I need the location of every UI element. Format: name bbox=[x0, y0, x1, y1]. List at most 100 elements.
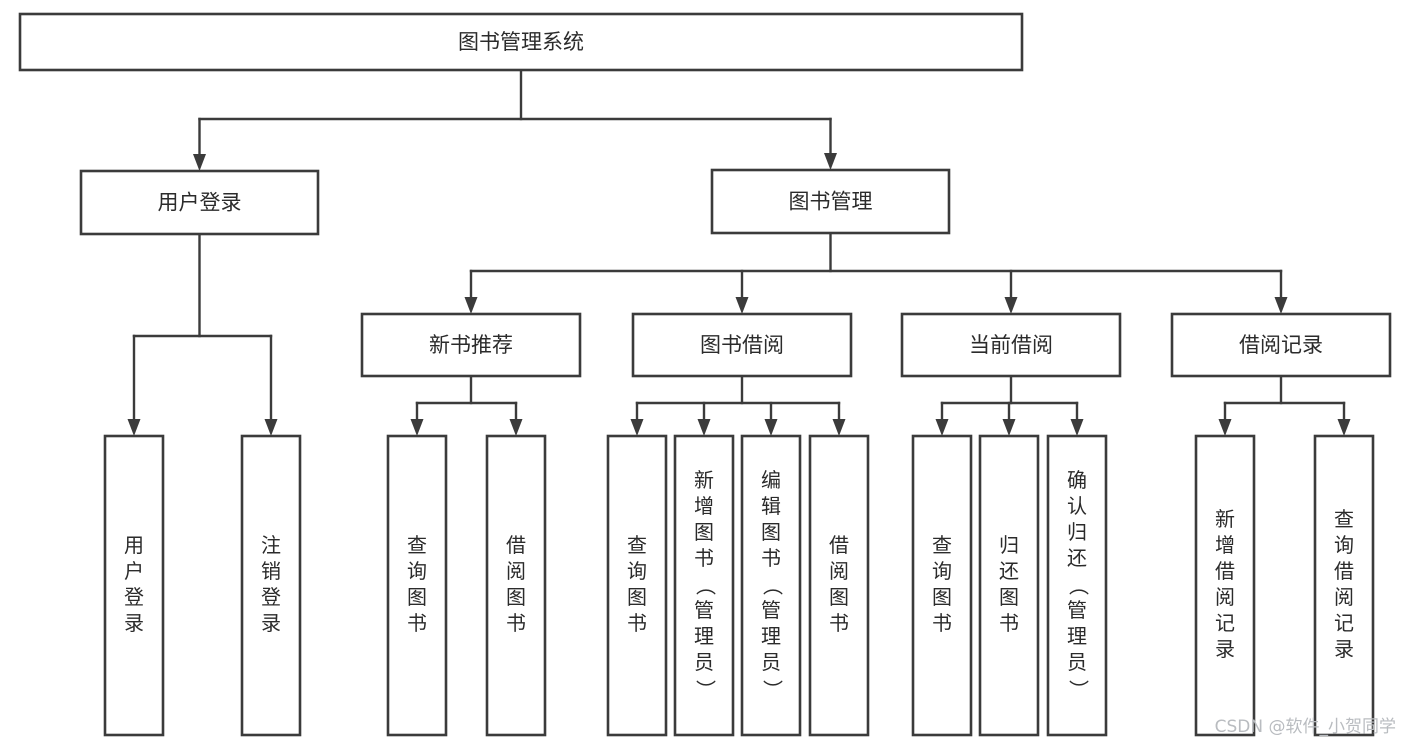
node-label: 图书管理 bbox=[789, 190, 873, 214]
node-label-char: 书 bbox=[829, 611, 849, 635]
node-label-char: 记 bbox=[1215, 611, 1235, 635]
node-label-char: 销 bbox=[261, 559, 281, 583]
node-borrow-record[interactable]: 借阅记录 bbox=[1170, 312, 1392, 378]
node-label-char: 归 bbox=[1067, 520, 1087, 544]
node-label-char: ） bbox=[761, 680, 785, 700]
node-leaf-br-query[interactable]: 查询借阅记录查询借阅记录 bbox=[1313, 434, 1375, 737]
node-label-char: 书 bbox=[407, 611, 427, 635]
node-label-char: （ bbox=[694, 576, 718, 596]
connector-layer bbox=[127, 68, 1351, 436]
node-label-char: 查 bbox=[932, 533, 952, 557]
node-label-char: 还 bbox=[999, 559, 1019, 583]
node-label-char: 借 bbox=[1334, 559, 1354, 583]
node-label-char: 增 bbox=[694, 494, 714, 518]
node-label-char: 录 bbox=[1215, 637, 1235, 661]
node-label-char: 图 bbox=[627, 585, 647, 609]
connector-group-user_login bbox=[127, 232, 278, 436]
connector-group-book_borrow bbox=[630, 374, 846, 436]
node-new-book-rec[interactable]: 新书推荐 bbox=[360, 312, 582, 378]
node-label-char: 录 bbox=[124, 611, 144, 635]
node-label-char: 阅 bbox=[1215, 585, 1235, 609]
node-label-char: 新 bbox=[694, 468, 714, 492]
node-root[interactable]: 图书管理系统 bbox=[18, 12, 1024, 72]
node-leaf-br-add[interactable]: 新增借阅记录新增借阅记录 bbox=[1194, 434, 1256, 737]
node-label-char: 录 bbox=[1334, 637, 1354, 661]
watermark-label: CSDN @软件_小贺同学 bbox=[1215, 717, 1396, 737]
connector-group-book_manage bbox=[464, 231, 1288, 314]
node-label-char: 询 bbox=[627, 559, 647, 583]
connector-group-root bbox=[193, 68, 837, 171]
node-label-char: 用 bbox=[124, 533, 144, 557]
node-label-char: 注 bbox=[261, 533, 281, 557]
node-label-char: 书 bbox=[761, 546, 781, 570]
node-label-char: 录 bbox=[261, 611, 281, 635]
node-label-char: 管 bbox=[694, 598, 714, 622]
node-leaf-logout[interactable]: 注销登录注销登录 bbox=[240, 434, 302, 737]
node-label-char: 户 bbox=[124, 559, 144, 583]
node-label-char: 书 bbox=[627, 611, 647, 635]
node-label-char: 查 bbox=[407, 533, 427, 557]
node-label-char: 员 bbox=[1067, 650, 1087, 674]
connector-group-borrow_record bbox=[1218, 374, 1351, 436]
node-leaf-rec-borrow[interactable]: 借阅图书借阅图书 bbox=[485, 434, 547, 737]
node-label-char: 登 bbox=[124, 585, 144, 609]
connector-group-new_book_rec bbox=[410, 374, 523, 436]
node-label-char: 阅 bbox=[1334, 585, 1354, 609]
node-label-char: 图 bbox=[999, 585, 1019, 609]
node-label-char: 认 bbox=[1067, 494, 1087, 518]
node-label-char: 询 bbox=[1334, 533, 1354, 557]
node-label-char: 书 bbox=[932, 611, 952, 635]
node-label-char: 理 bbox=[694, 624, 714, 648]
node-label: 用户登录 bbox=[158, 191, 242, 215]
node-label-char: ） bbox=[694, 680, 718, 700]
node-label-char: 询 bbox=[407, 559, 427, 583]
node-label-char: 借 bbox=[1215, 559, 1235, 583]
node-label-char: 新 bbox=[1215, 507, 1235, 531]
node-leaf-cb-query[interactable]: 查询图书查询图书 bbox=[911, 434, 973, 737]
node-label-char: 登 bbox=[261, 585, 281, 609]
node-label-char: 图 bbox=[932, 585, 952, 609]
node-label: 新书推荐 bbox=[429, 333, 513, 357]
node-label-char: 记 bbox=[1334, 611, 1354, 635]
node-label-char: 归 bbox=[999, 533, 1019, 557]
node-label-char: 阅 bbox=[829, 559, 849, 583]
node-label-char: 借 bbox=[506, 533, 526, 557]
node-label-char: ） bbox=[1067, 680, 1091, 700]
node-label-char: 还 bbox=[1067, 546, 1087, 570]
node-current-borrow[interactable]: 当前借阅 bbox=[900, 312, 1122, 378]
node-label-char: 辑 bbox=[761, 494, 781, 518]
node-user-login[interactable]: 用户登录 bbox=[79, 169, 320, 236]
node-label: 借阅记录 bbox=[1239, 333, 1323, 357]
connector-group-current_borrow bbox=[935, 374, 1084, 436]
node-layer: 图书管理系统用户登录图书管理新书推荐图书借阅当前借阅借阅记录用户登录用户登录注销… bbox=[18, 12, 1392, 737]
node-label-char: （ bbox=[1067, 576, 1091, 596]
node-label: 图书借阅 bbox=[700, 333, 784, 357]
node-label-char: 员 bbox=[694, 650, 714, 674]
node-label-char: 图 bbox=[829, 585, 849, 609]
node-label-char: 图 bbox=[761, 520, 781, 544]
node-leaf-user-login[interactable]: 用户登录用户登录 bbox=[103, 434, 165, 737]
node-leaf-bb-borrow[interactable]: 借阅图书借阅图书 bbox=[808, 434, 870, 737]
node-label-char: 书 bbox=[506, 611, 526, 635]
node-label-char: 编 bbox=[761, 468, 781, 492]
node-book-borrow[interactable]: 图书借阅 bbox=[631, 312, 853, 378]
node-label-char: 书 bbox=[999, 611, 1019, 635]
node-leaf-rec-query[interactable]: 查询图书查询图书 bbox=[386, 434, 448, 737]
node-label-char: 增 bbox=[1215, 533, 1235, 557]
node-label-char: 理 bbox=[1067, 624, 1087, 648]
node-book-manage[interactable]: 图书管理 bbox=[710, 168, 951, 235]
node-leaf-cb-return[interactable]: 归还图书归还图书 bbox=[978, 434, 1040, 737]
node-leaf-bb-query[interactable]: 查询图书查询图书 bbox=[606, 434, 668, 737]
node-label-char: 查 bbox=[627, 533, 647, 557]
node-label-char: 管 bbox=[761, 598, 781, 622]
node-label-char: 询 bbox=[932, 559, 952, 583]
node-label-char: 阅 bbox=[506, 559, 526, 583]
node-label-char: 图 bbox=[694, 520, 714, 544]
node-label-char: 管 bbox=[1067, 598, 1087, 622]
node-label-char: 确 bbox=[1067, 468, 1087, 492]
